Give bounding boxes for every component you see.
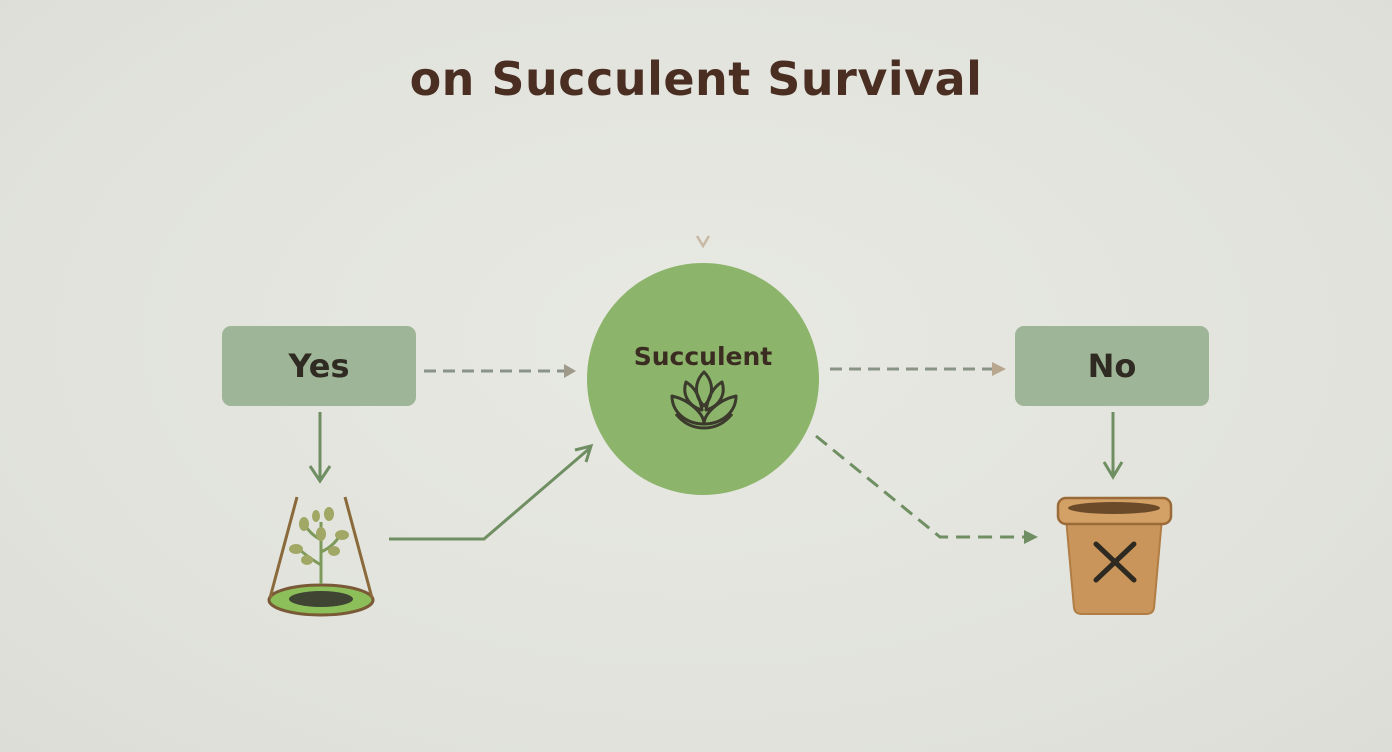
yes-label: Yes	[288, 347, 350, 385]
yes-down-arrow	[308, 412, 332, 484]
succulent-rosette-icon	[670, 370, 738, 430]
yes-to-center-arrow	[424, 364, 576, 378]
diagram-title: on Succulent Survival	[409, 52, 983, 106]
center-to-pot-arrow	[815, 434, 1038, 544]
succulent-label: Succulent	[633, 342, 773, 371]
no-label: No	[1087, 347, 1137, 385]
no-node: No	[1015, 326, 1209, 406]
terrarium-plant-icon	[267, 496, 375, 617]
center-to-no-arrow	[830, 362, 1006, 376]
no-down-arrow	[1102, 412, 1124, 480]
flower-pot-x-icon	[1056, 496, 1173, 615]
terrarium-to-center-arrow	[389, 443, 594, 541]
top-incoming-arrow	[695, 138, 711, 249]
succulent-node	[587, 263, 819, 495]
yes-node: Yes	[222, 326, 416, 406]
